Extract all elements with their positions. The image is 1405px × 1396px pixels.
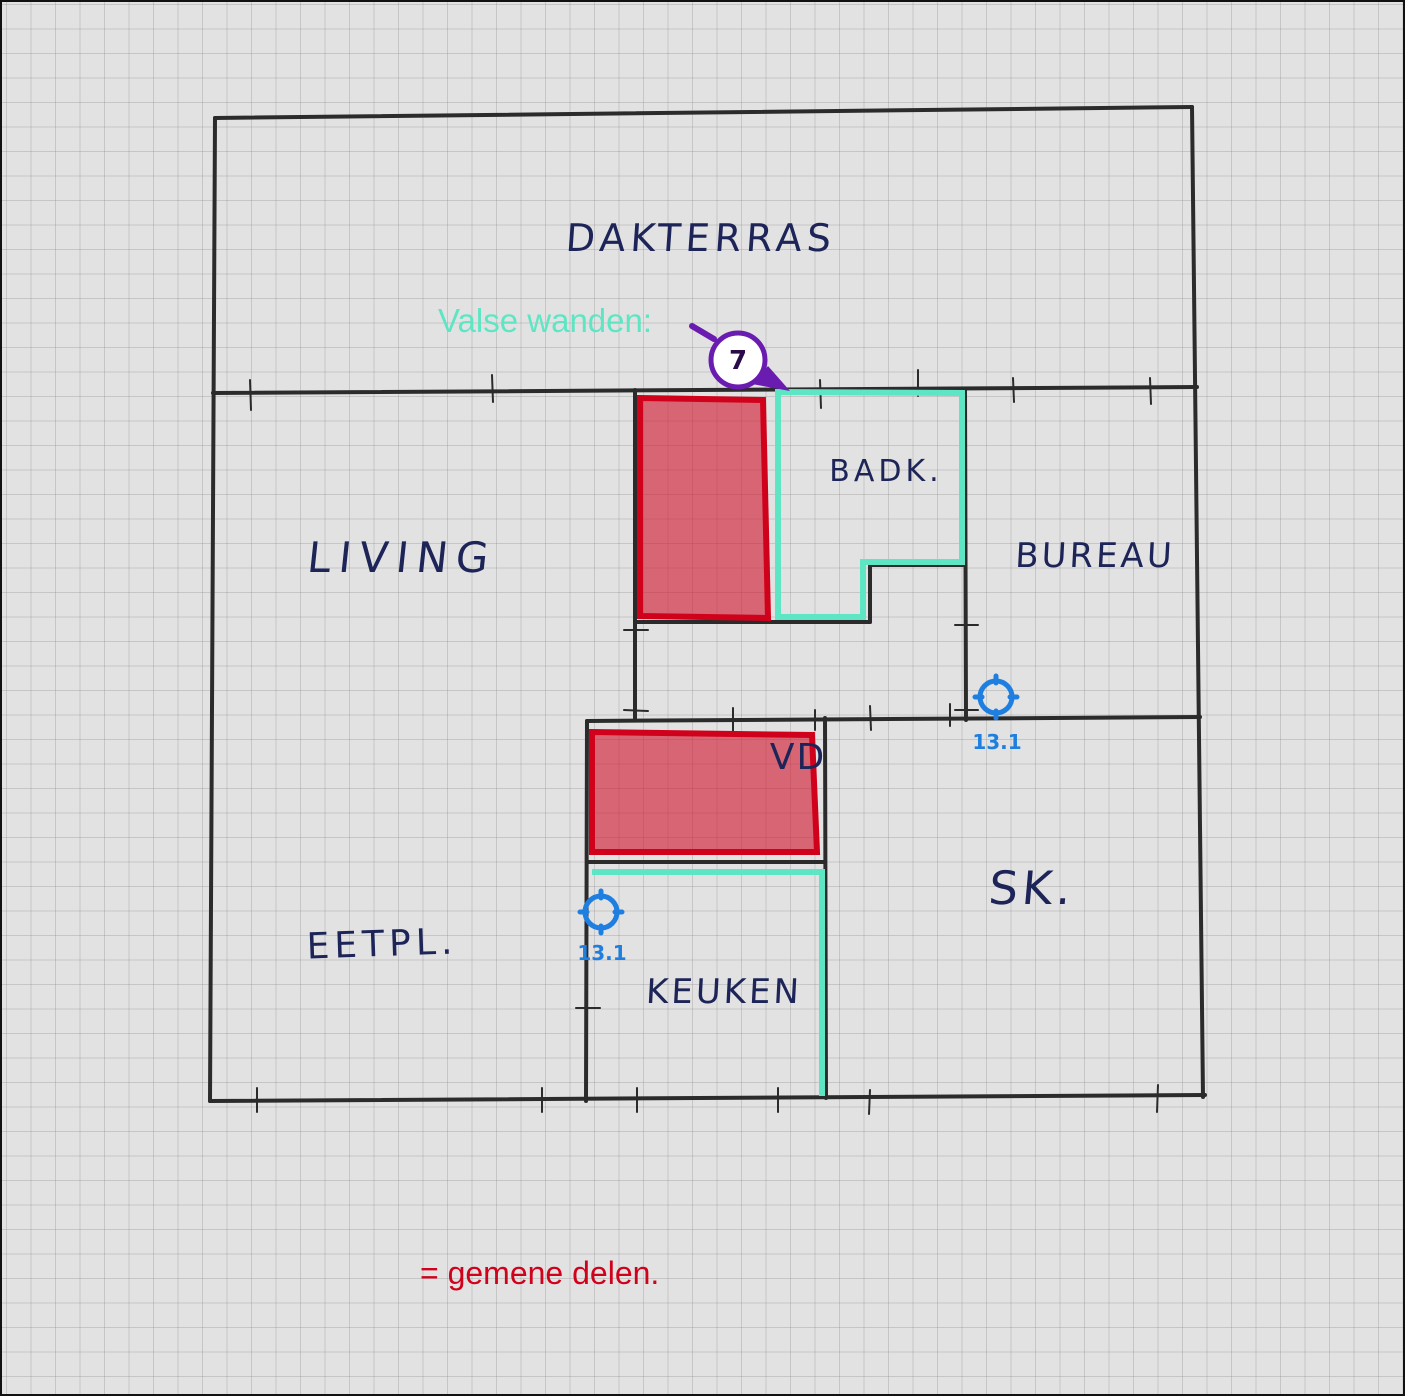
shared-area-vd [589, 728, 821, 855]
wall-dakterras-divider [211, 385, 1199, 395]
room-label-eetpl: EETPL. [305, 921, 459, 968]
room-label-dakterras: DAKTERRAS [564, 216, 838, 260]
room-label-bureau: BUREAU [1014, 536, 1176, 576]
room-label-living: LIVING [305, 533, 500, 582]
tick [869, 705, 872, 731]
wall-keuken-right [823, 716, 828, 1100]
target-marker-1[interactable]: 13.1 [972, 673, 1022, 754]
crosshair-icon [577, 888, 625, 936]
tick [249, 379, 252, 411]
room-label-keuken: KEUKEN [645, 972, 803, 1012]
target-label: 13.1 [972, 730, 1021, 754]
walls [208, 105, 1207, 1103]
shared-parts-legend: = gemene delen. [420, 1255, 660, 1291]
room-label-sk: SK. [986, 861, 1078, 915]
tick [623, 709, 649, 712]
wall-badk-bureau [963, 388, 968, 722]
tick [1156, 1084, 1159, 1113]
false-wall-keuken [592, 869, 825, 1096]
wall-outer-left [208, 116, 217, 1103]
crosshair-icon [972, 673, 1020, 721]
false-walls-label: Valse wanden: [438, 302, 653, 339]
room-label-vd: VD [769, 737, 827, 778]
shared-area-core [637, 394, 772, 622]
false-wall-badk [775, 388, 965, 620]
shared-parts [589, 394, 821, 855]
wall-outer-top [213, 105, 1194, 120]
target-label: 13.1 [577, 941, 626, 965]
marker-circle [708, 330, 768, 390]
tick [1149, 377, 1152, 405]
marker-pointer [752, 366, 790, 391]
wall-middle-horizontal [585, 715, 1202, 723]
wall-outer-right [1190, 105, 1205, 1099]
marker-badge[interactable]: 7 [689, 323, 790, 391]
tick [868, 1089, 871, 1115]
tick [1012, 377, 1015, 403]
target-marker-2[interactable]: 13.1 [577, 888, 627, 965]
false-walls [592, 388, 965, 1096]
tick [491, 374, 494, 403]
wall-outer-bottom [208, 1093, 1207, 1103]
marker-number: 7 [729, 346, 747, 376]
marker-leader-line [689, 323, 717, 342]
room-label-badk: BADK. [829, 454, 943, 489]
